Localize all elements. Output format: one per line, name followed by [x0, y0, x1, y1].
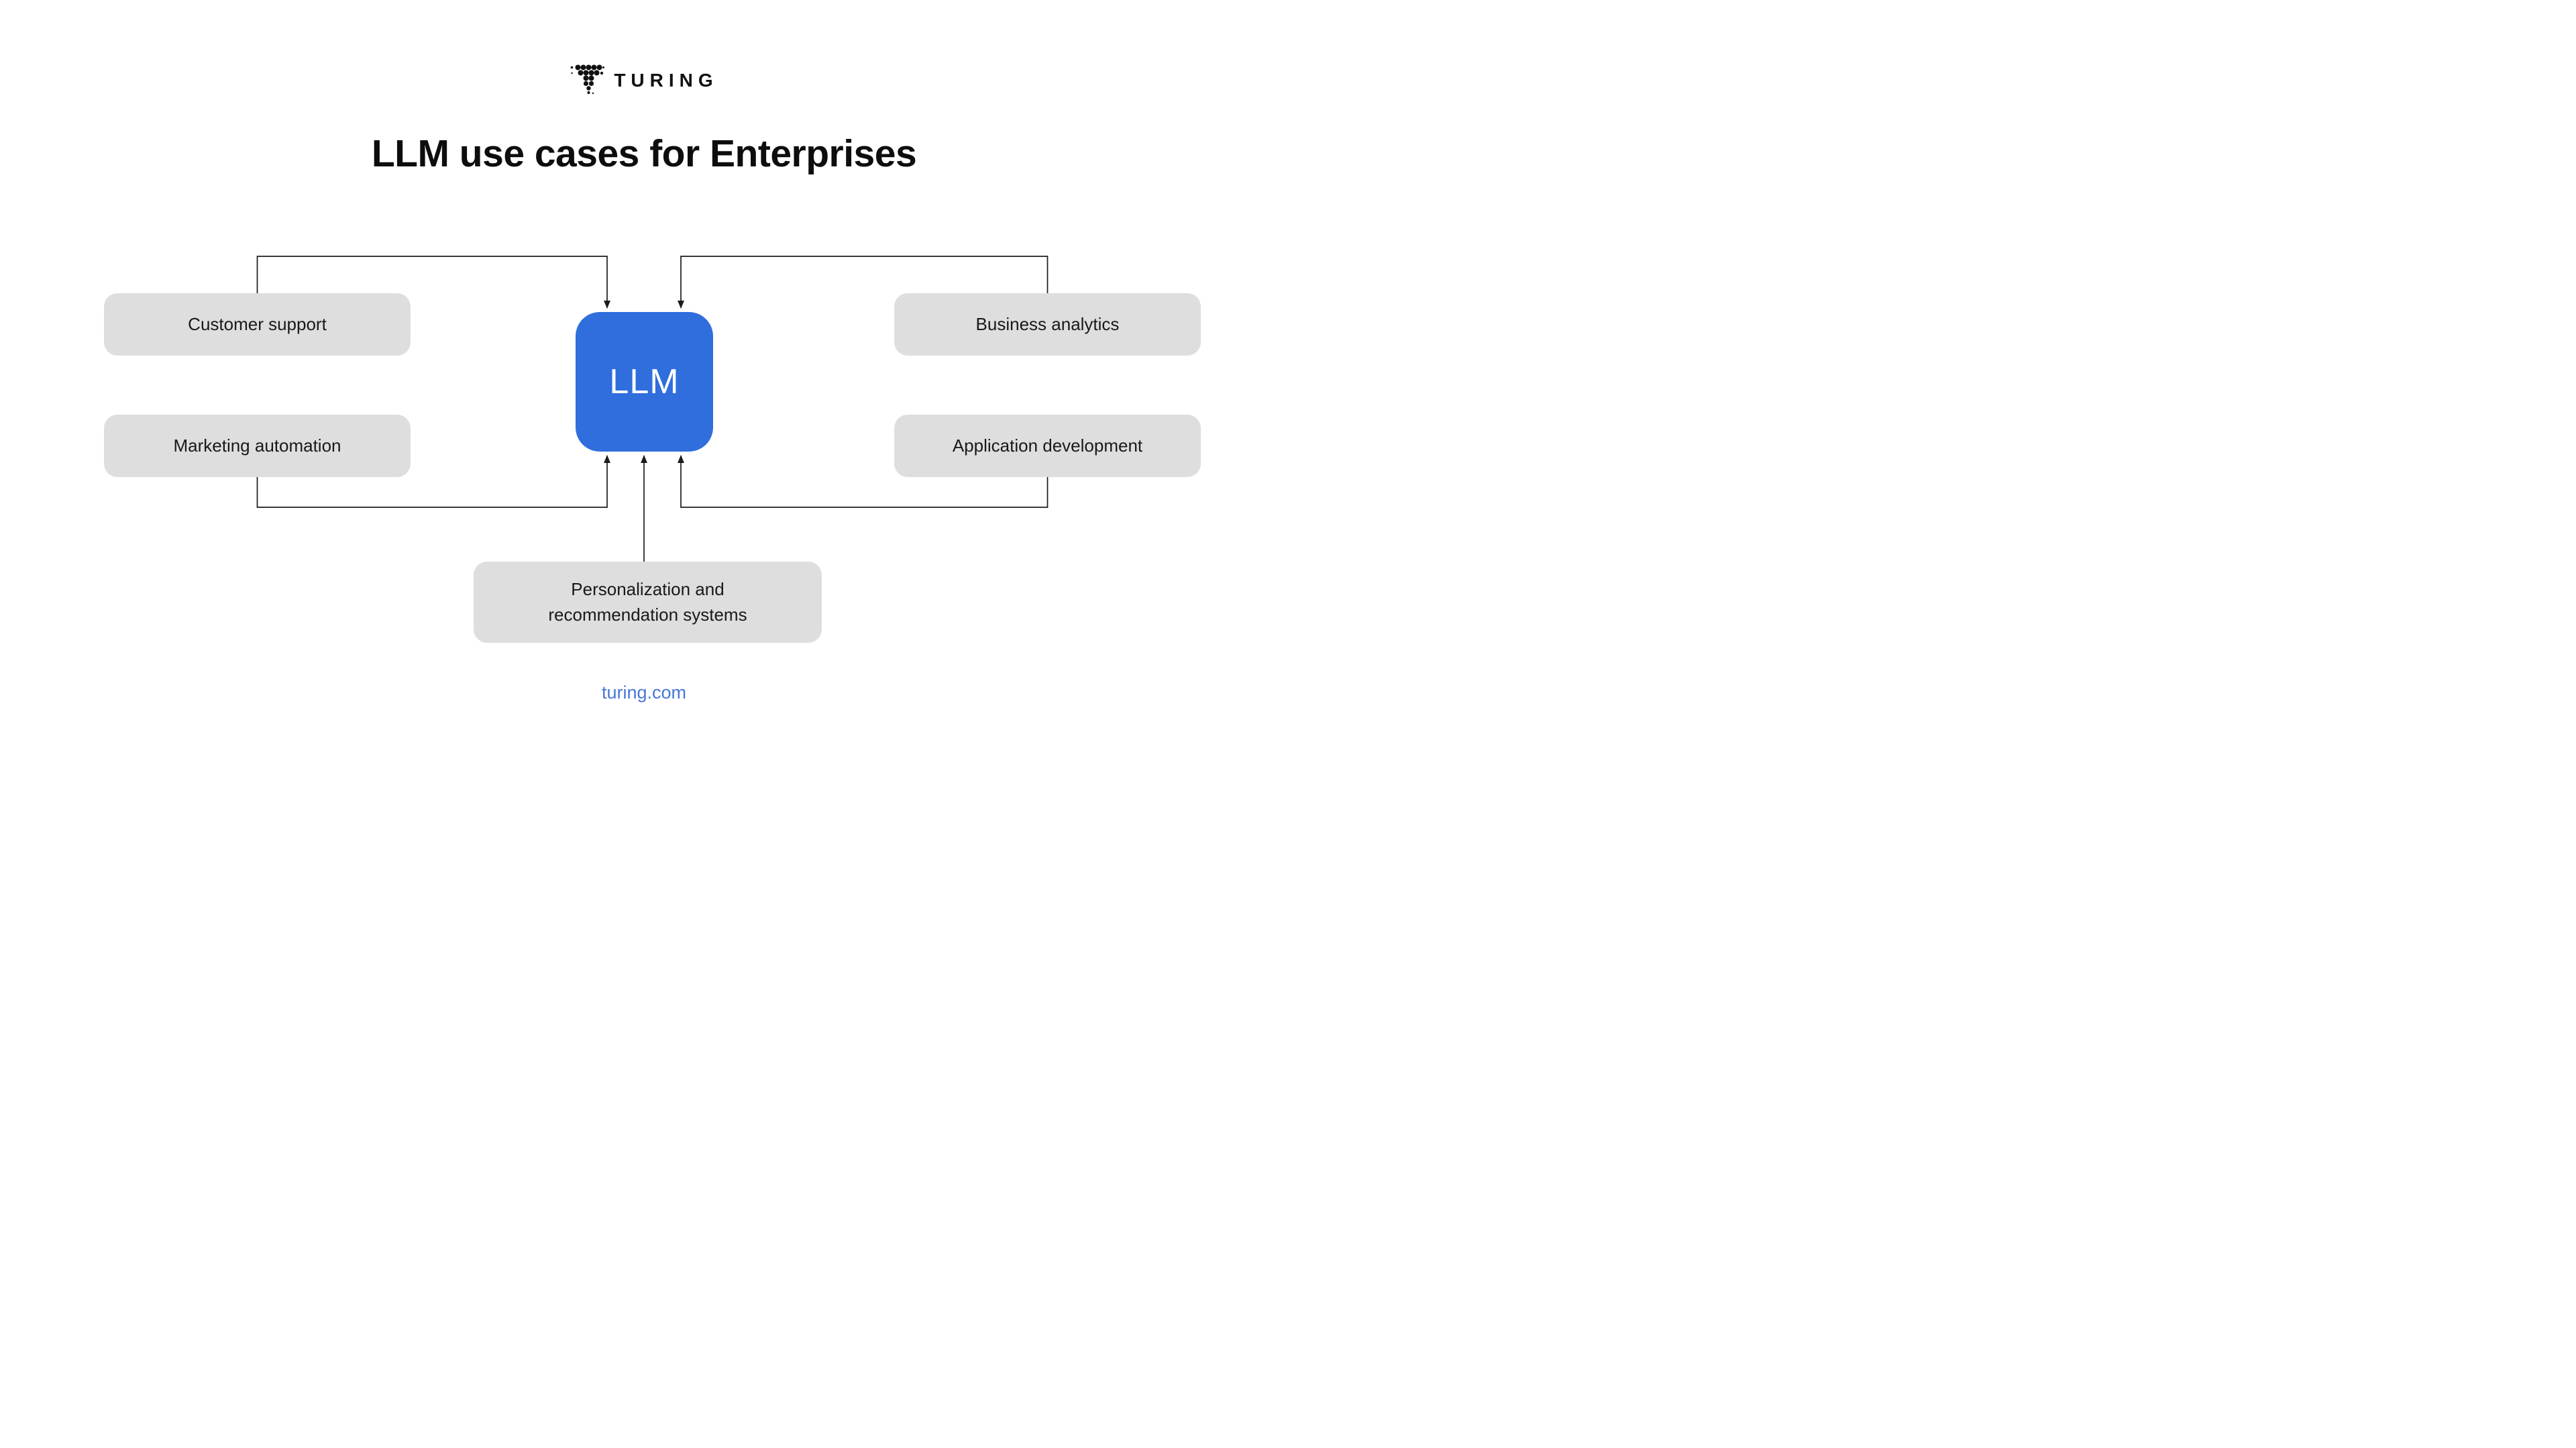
turing-dot-t-icon — [571, 64, 605, 95]
node-personalization-label-line1: Personalization and — [571, 578, 724, 599]
footer: turing.com — [0, 682, 1288, 703]
node-application-development-label: Application development — [952, 435, 1143, 456]
node-personalization-label-line2: recommendation systems — [548, 604, 747, 625]
node-marketing-automation-label: Marketing automation — [173, 435, 341, 456]
turing-logo-wordmark: TURING — [614, 70, 718, 91]
node-llm-center: LLM — [576, 312, 713, 452]
turing-logo: TURING — [0, 64, 1288, 95]
node-business-analytics: Business analytics — [894, 293, 1201, 356]
page-title: LLM use cases for Enterprises — [371, 132, 917, 175]
node-application-development: Application development — [894, 415, 1201, 477]
infographic-canvas: TURING LLM use cases for Enterprises Cus… — [0, 0, 1288, 724]
node-marketing-automation: Marketing automation — [104, 415, 411, 477]
node-business-analytics-label: Business analytics — [975, 313, 1120, 334]
node-customer-support: Customer support — [104, 293, 411, 356]
node-customer-support-label: Customer support — [188, 313, 327, 334]
node-llm-label: LLM — [609, 362, 680, 401]
node-personalization-recommendation: Personalization and recommendation syste… — [474, 562, 822, 643]
turing-com-link[interactable]: turing.com — [601, 682, 687, 703]
